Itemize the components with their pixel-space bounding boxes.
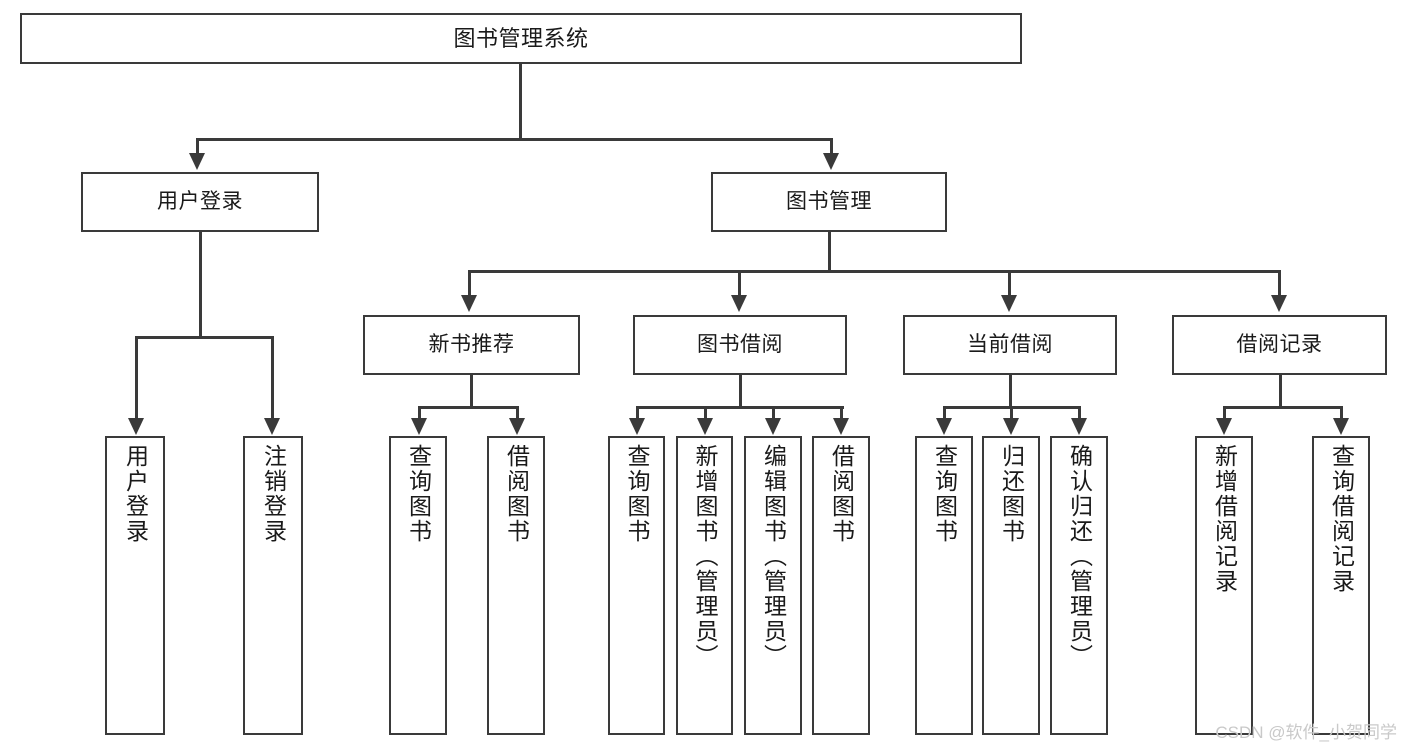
node-label: 借阅图书	[828, 444, 855, 544]
node-label: 借阅记录	[1236, 332, 1323, 356]
connector-book-borrow-leaf2	[704, 406, 707, 418]
leaf-user-logout[interactable]: 注销登录	[243, 436, 303, 735]
connector-borrow-record-leaf1	[1223, 406, 1226, 418]
node-label: 当前借阅	[967, 332, 1053, 356]
connector-borrow-record-leaf2	[1340, 406, 1343, 418]
leaf-user-login[interactable]: 用户登录	[105, 436, 165, 735]
connector-new-book-bus	[418, 406, 519, 409]
connector-current-borrow-leaf3	[1078, 406, 1081, 418]
arrow-bm-to-borrow-record	[1271, 295, 1287, 312]
connector-user-login-right	[271, 336, 274, 418]
node-label: 新增图书（管理员）	[692, 444, 718, 669]
node-label: 图书借阅	[697, 332, 783, 356]
connector-bm-to-borrow-record	[1278, 270, 1281, 295]
node-root-system[interactable]: 图书管理系统	[20, 13, 1022, 64]
leaf-query-book-borrow[interactable]: 查询图书	[608, 436, 665, 735]
node-label: 确认归还（管理员）	[1066, 444, 1093, 669]
leaf-borrow-book-recommend[interactable]: 借阅图书	[487, 436, 545, 735]
node-label: 查询借阅记录	[1328, 444, 1355, 594]
arrow-borrow-record-leaf2	[1333, 418, 1349, 435]
node-label: 用户登录	[157, 189, 243, 213]
arrow-new-book-leaf1	[411, 418, 427, 435]
node-label: 编辑图书（管理员）	[760, 444, 787, 669]
node-current-borrow[interactable]: 当前借阅	[903, 315, 1117, 375]
node-label: 用户登录	[122, 444, 149, 544]
node-label: 查询图书	[931, 444, 958, 544]
connector-root-stem	[519, 64, 522, 138]
connector-root-to-user-login	[196, 138, 199, 155]
connector-current-borrow-leaf2	[1010, 406, 1013, 418]
node-label: 新增借阅记录	[1211, 444, 1238, 594]
arrow-current-borrow-leaf1	[936, 418, 952, 435]
node-label: 图书管理	[786, 189, 872, 213]
connector-borrow-record-stem	[1279, 375, 1282, 406]
connector-book-borrow-leaf4	[840, 406, 843, 418]
connector-new-book-leaf1	[418, 406, 421, 418]
connector-bm-to-book-borrow	[738, 270, 741, 295]
arrow-bm-to-new-book	[461, 295, 477, 312]
connector-new-book-leaf2	[516, 406, 519, 418]
connector-bm-to-new-book	[468, 270, 471, 295]
node-borrow-record[interactable]: 借阅记录	[1172, 315, 1387, 375]
arrow-bm-to-book-borrow	[731, 295, 747, 312]
leaf-query-borrow-record[interactable]: 查询借阅记录	[1312, 436, 1370, 735]
connector-book-management-bus	[468, 270, 1280, 273]
arrow-book-borrow-leaf3	[765, 418, 781, 435]
node-label: 新书推荐	[428, 332, 515, 356]
connector-borrow-record-bus	[1223, 406, 1342, 409]
leaf-query-book-current[interactable]: 查询图书	[915, 436, 973, 735]
arrow-book-borrow-leaf1	[629, 418, 645, 435]
arrow-current-borrow-leaf3	[1071, 418, 1087, 435]
node-new-book-recommend[interactable]: 新书推荐	[363, 315, 580, 375]
connector-new-book-stem	[470, 375, 473, 406]
node-book-management[interactable]: 图书管理	[711, 172, 947, 232]
arrow-current-borrow-leaf2	[1003, 418, 1019, 435]
arrow-new-book-leaf2	[509, 418, 525, 435]
connector-root-to-book-management	[830, 138, 833, 155]
node-user-login[interactable]: 用户登录	[81, 172, 319, 232]
csdn-watermark: CSDN @软件_小贺同学	[1215, 723, 1397, 742]
node-label: 归还图书	[998, 444, 1025, 544]
arrow-user-login-left	[128, 418, 144, 435]
connector-book-borrow-stem	[739, 375, 742, 406]
connector-book-borrow-leaf1	[636, 406, 639, 418]
connector-current-borrow-stem	[1009, 375, 1012, 406]
node-label: 查询图书	[405, 444, 432, 544]
arrow-borrow-record-leaf1	[1216, 418, 1232, 435]
leaf-add-borrow-record[interactable]: 新增借阅记录	[1195, 436, 1253, 735]
connector-book-management-stem	[828, 232, 831, 270]
connector-root-bus	[196, 138, 832, 141]
connector-bm-to-current-borrow	[1008, 270, 1011, 295]
arrow-book-borrow-leaf4	[833, 418, 849, 435]
node-label: 图书管理系统	[453, 25, 589, 51]
arrow-book-borrow-leaf2	[697, 418, 713, 435]
node-label: 借阅图书	[503, 444, 530, 544]
arrow-user-login-right	[264, 418, 280, 435]
leaf-query-book-recommend[interactable]: 查询图书	[389, 436, 447, 735]
leaf-add-book-admin[interactable]: 新增图书（管理员）	[676, 436, 733, 735]
leaf-return-book[interactable]: 归还图书	[982, 436, 1040, 735]
connector-user-login-stem	[199, 232, 202, 336]
leaf-borrow-book[interactable]: 借阅图书	[812, 436, 870, 735]
arrow-root-to-book-management	[823, 153, 839, 170]
connector-user-login-left	[135, 336, 138, 418]
arrow-bm-to-current-borrow	[1001, 295, 1017, 312]
node-book-borrow[interactable]: 图书借阅	[633, 315, 847, 375]
connector-user-login-bus	[135, 336, 273, 339]
node-label: 注销登录	[260, 444, 287, 544]
connector-current-borrow-leaf1	[943, 406, 946, 418]
leaf-edit-book-admin[interactable]: 编辑图书（管理员）	[744, 436, 802, 735]
connector-book-borrow-leaf3	[772, 406, 775, 418]
connector-book-borrow-bus	[636, 406, 844, 409]
arrow-root-to-user-login	[189, 153, 205, 170]
leaf-confirm-return-admin[interactable]: 确认归还（管理员）	[1050, 436, 1108, 735]
node-label: 查询图书	[624, 444, 650, 544]
